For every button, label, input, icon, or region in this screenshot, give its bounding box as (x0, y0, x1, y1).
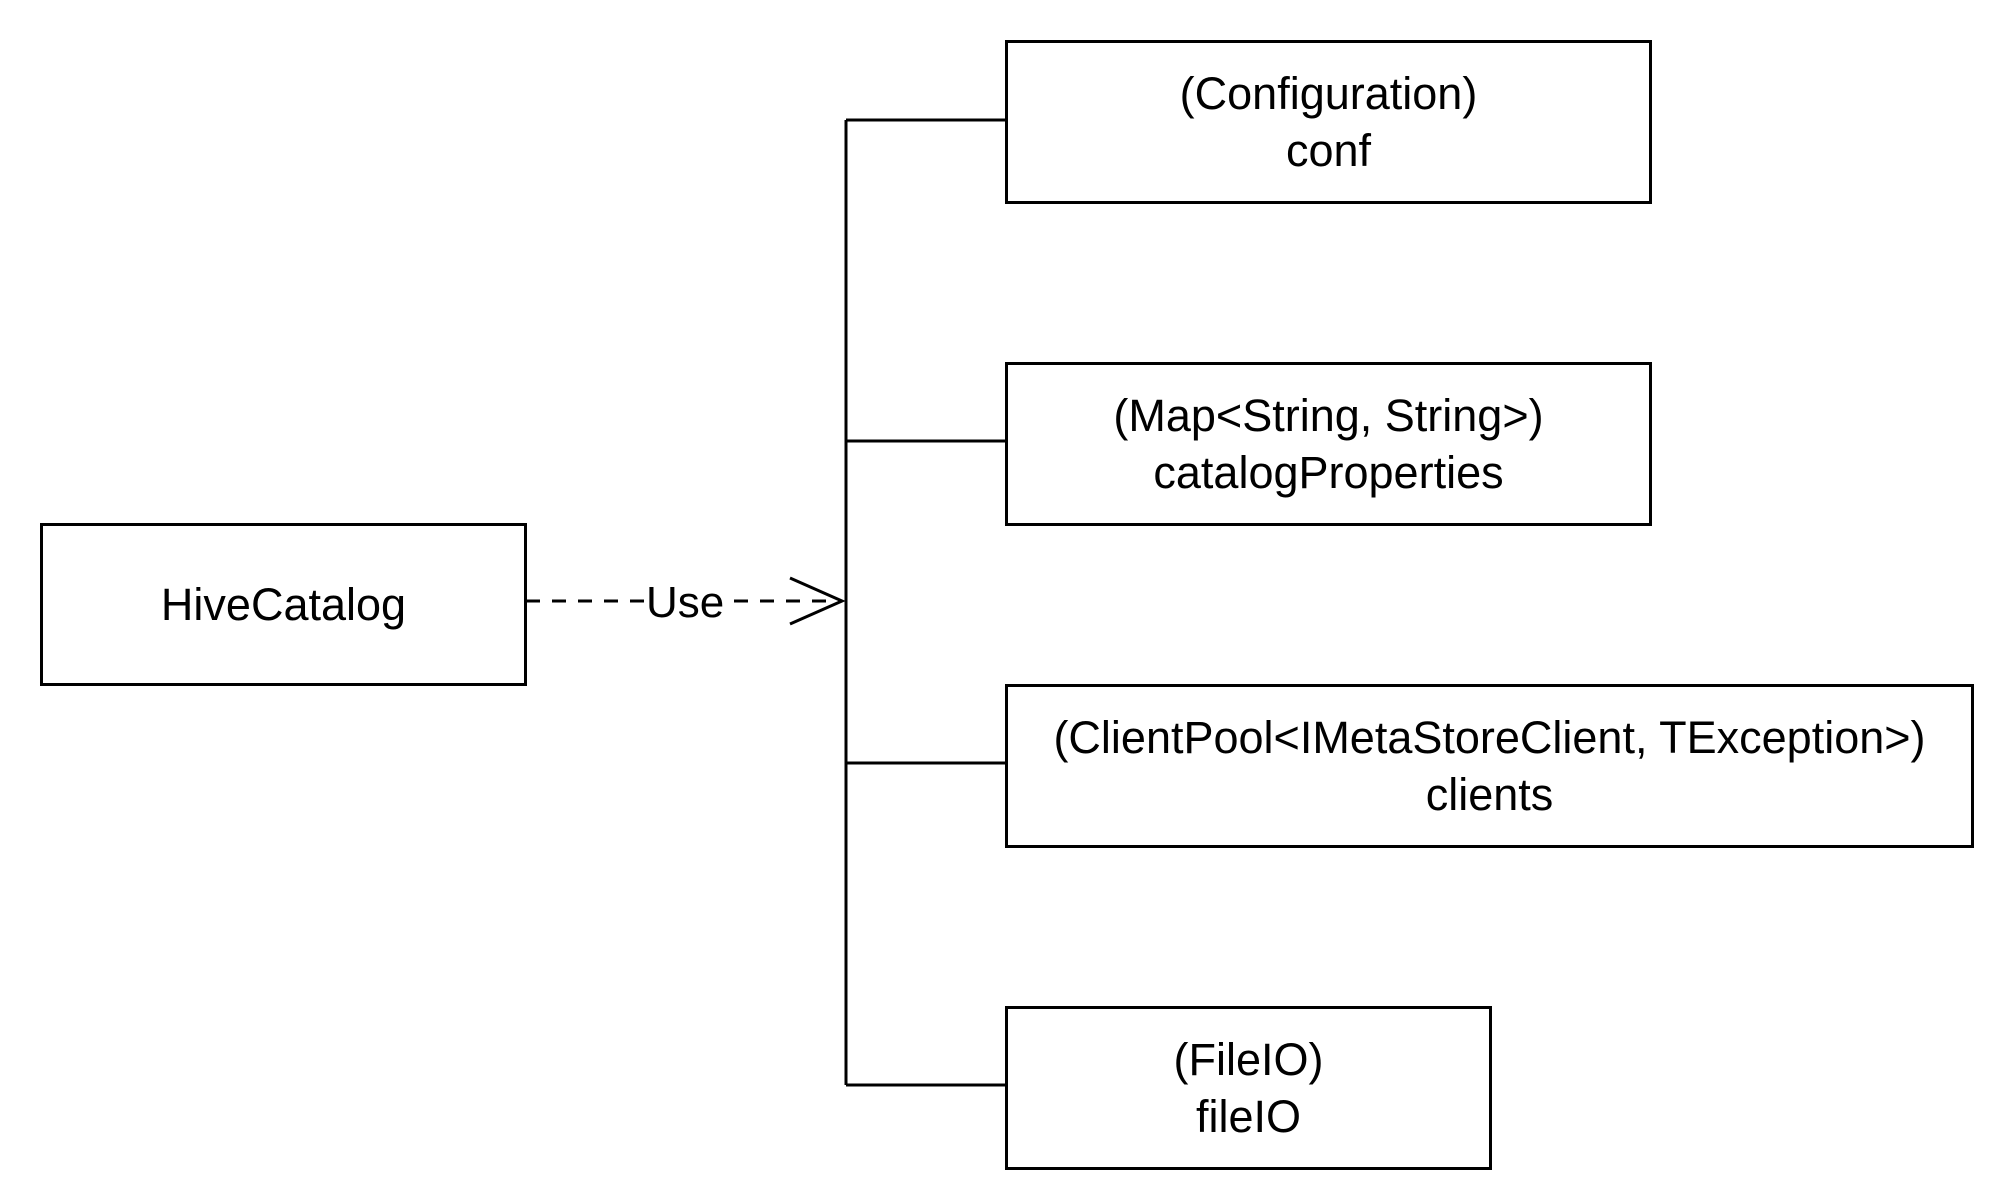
conf-name-label: conf (1285, 125, 1372, 176)
catalog-properties-name-label: catalogProperties (1153, 447, 1504, 498)
catalog-properties-type-label: (Map<String, String>) (1113, 390, 1544, 441)
clients-type-label: (ClientPool<IMetaStoreClient, TException… (1053, 712, 1926, 763)
hive-catalog-box: HiveCatalog (40, 523, 527, 686)
conf-type-label: (Configuration) (1179, 68, 1478, 119)
file-io-type-label: (FileIO) (1173, 1034, 1324, 1085)
clients-name-label: clients (1425, 769, 1554, 820)
file-io-name-label: fileIO (1195, 1091, 1302, 1142)
catalog-properties-box: (Map<String, String>) catalogProperties (1005, 362, 1652, 526)
open-arrowhead-icon (789, 576, 846, 626)
use-edge-label: Use (644, 578, 727, 628)
file-io-box: (FileIO) fileIO (1005, 1006, 1492, 1170)
conf-box: (Configuration) conf (1005, 40, 1652, 204)
hive-catalog-label: HiveCatalog (160, 579, 407, 630)
clients-box: (ClientPool<IMetaStoreClient, TException… (1005, 684, 1974, 848)
